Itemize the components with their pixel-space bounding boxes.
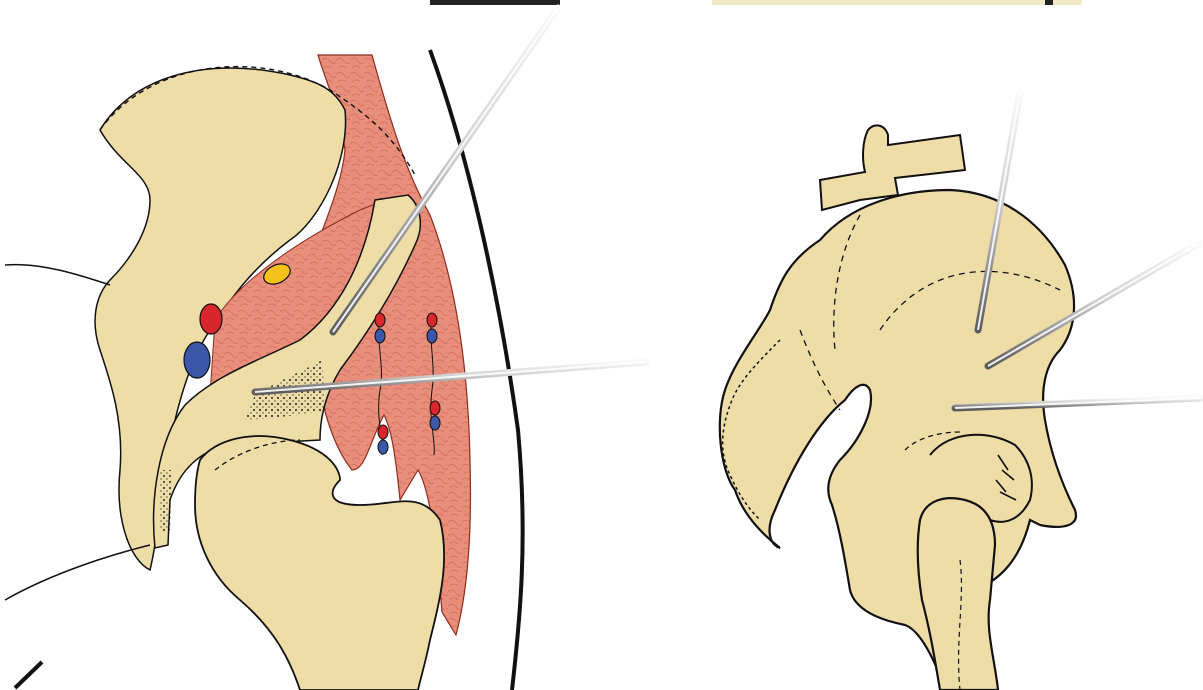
- ischium-outline: [5, 545, 150, 600]
- femur-shaft: [918, 498, 998, 690]
- top-edge-fragment: [430, 0, 560, 5]
- femoral-artery: [200, 304, 222, 334]
- top-edge-fragment-right: [712, 0, 1082, 5]
- ligament-strip-marrow: [160, 470, 172, 532]
- hip-bone: [720, 190, 1076, 690]
- corner-mark: [15, 662, 42, 688]
- hip-section-panel: [5, 0, 560, 690]
- pelvis-inner-contour: [5, 265, 110, 285]
- femoral-vein: [184, 342, 210, 378]
